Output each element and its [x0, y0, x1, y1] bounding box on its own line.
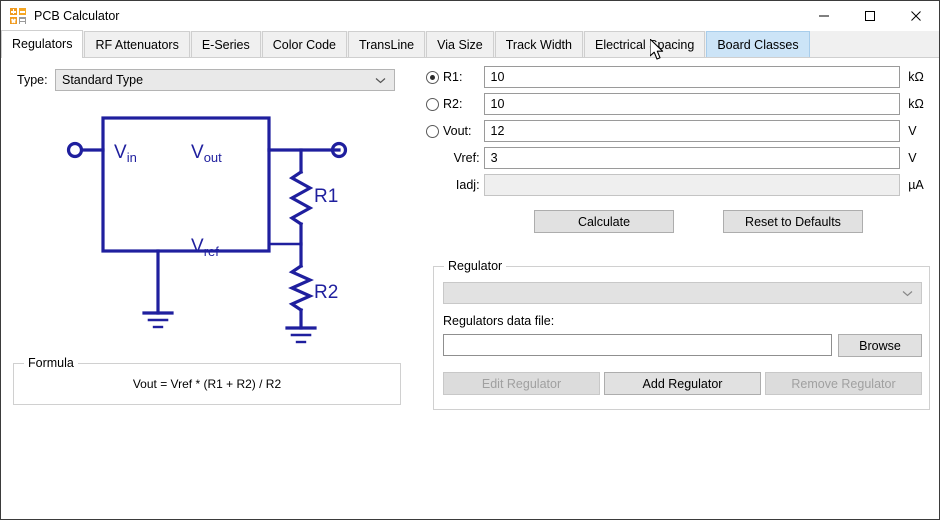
vref-unit: V [908, 151, 917, 165]
minimize-icon[interactable] [801, 1, 847, 31]
r1-value: 10 [490, 70, 505, 84]
tab-panel-regulators: Type: Standard Type [1, 58, 939, 519]
iadj-unit: µA [908, 178, 924, 192]
field-row-r2: R2: 10 kΩ [426, 93, 936, 115]
r2-input[interactable]: 10 [483, 93, 901, 115]
reset-to-defaults-button[interactable]: Reset to Defaults [723, 210, 863, 233]
tab-label: E-Series [201, 37, 250, 52]
type-row: Type: Standard Type [17, 69, 403, 91]
diagram-vout-label: Vout [191, 142, 222, 165]
r2-value: 10 [490, 97, 505, 111]
right-panel: R1: 10 kΩ R2: 10 kΩ Vout: 12 V [426, 58, 936, 458]
field-row-iadj: Iadj: µA [426, 174, 936, 196]
field-row-vref: Vref: 3 V [426, 147, 936, 169]
tab-e-series[interactable]: E-Series [190, 31, 261, 57]
diagram-vin-label: Vin [114, 142, 137, 165]
tab-via-size[interactable]: Via Size [426, 31, 494, 57]
browse-button[interactable]: Browse [838, 334, 922, 357]
tab-bar: Regulators RF Attenuators E-Series Color… [1, 30, 939, 58]
vout-radio-cell: Vout: [426, 124, 484, 138]
formula-group: Formula Vout = Vref * (R1 + R2) / R2 [13, 356, 401, 405]
tab-track-width[interactable]: Track Width [494, 31, 583, 57]
diagram-r1-label: R1 [314, 186, 338, 207]
calculate-button[interactable]: Calculate [534, 210, 674, 233]
vout-input[interactable]: 12 [483, 120, 901, 142]
tab-transline[interactable]: TransLine [348, 31, 426, 57]
tab-label: Via Size [437, 37, 483, 52]
iadj-label: Iadj: [455, 178, 480, 192]
close-icon[interactable] [893, 1, 939, 31]
formula-legend: Formula [24, 356, 78, 370]
left-panel: Type: Standard Type [1, 58, 421, 418]
tab-label: RF Attenuators [95, 37, 179, 52]
add-regulator-button[interactable]: Add Regulator [604, 372, 761, 395]
vout-label: Vout: [443, 124, 472, 138]
remove-regulator-button: Remove Regulator [765, 372, 922, 395]
r2-radio-cell: R2: [426, 97, 484, 111]
vref-value: 3 [490, 151, 498, 165]
regulator-group-legend: Regulator [444, 259, 507, 273]
tab-color-code[interactable]: Color Code [261, 31, 347, 57]
field-row-r1: R1: 10 kΩ [426, 66, 936, 88]
vref-input[interactable]: 3 [483, 147, 901, 169]
r1-input[interactable]: 10 [483, 66, 901, 88]
maximize-icon[interactable] [847, 1, 893, 31]
tab-label: Board Classes [717, 37, 799, 52]
chevron-down-icon [902, 286, 913, 300]
edit-regulator-button: Edit Regulator [443, 372, 600, 395]
r1-unit: kΩ [908, 70, 924, 84]
regulators-data-file-input[interactable] [443, 334, 832, 356]
radio-vout[interactable] [426, 124, 439, 138]
diagram-vref-label: Vref [191, 236, 219, 259]
diagram-r2-label: R2 [314, 282, 338, 303]
tab-label: Color Code [272, 37, 336, 52]
r2-label: R2: [443, 97, 463, 111]
r1-label: R1: [443, 70, 463, 84]
vref-label: Vref: [453, 151, 480, 165]
iadj-label-cell: Iadj: [426, 178, 484, 192]
tab-regulators[interactable]: Regulators [1, 30, 84, 58]
tab-electrical-spacing[interactable]: Electrical Spacing [583, 31, 706, 57]
iadj-input [483, 174, 901, 196]
tab-label: Electrical Spacing [594, 37, 695, 52]
field-row-vout: Vout: 12 V [426, 120, 936, 142]
formula-text: Vout = Vref * (R1 + R2) / R2 [132, 377, 282, 391]
type-select[interactable]: Standard Type [55, 69, 395, 91]
calculator-icon [10, 8, 26, 24]
vref-label-cell: Vref: [426, 151, 484, 165]
regulator-group: Regulator Regulators data file: Browse E… [433, 259, 930, 410]
regulators-data-file-label: Regulators data file: [443, 314, 555, 328]
tab-board-classes[interactable]: Board Classes [706, 31, 810, 57]
regulator-circuit-diagram: Vin Vout Vref R1 R2 [66, 116, 348, 344]
r1-radio-cell: R1: [426, 70, 484, 84]
type-select-value: Standard Type [62, 73, 144, 87]
radio-r2[interactable] [426, 97, 439, 111]
type-label: Type: [17, 73, 48, 87]
tab-label: TransLine [359, 37, 415, 52]
title-bar: PCB Calculator [1, 1, 939, 31]
window-title: PCB Calculator [34, 9, 120, 23]
vout-value: 12 [490, 124, 505, 138]
radio-r1[interactable] [426, 70, 439, 84]
tab-rf-attenuators[interactable]: RF Attenuators [84, 31, 190, 57]
tab-label: Regulators [12, 37, 73, 51]
window-controls [801, 1, 939, 31]
vout-unit: V [908, 124, 917, 138]
tab-label: Track Width [505, 37, 572, 52]
chevron-down-icon [375, 73, 386, 87]
r2-unit: kΩ [908, 97, 924, 111]
regulator-select[interactable] [443, 282, 922, 304]
